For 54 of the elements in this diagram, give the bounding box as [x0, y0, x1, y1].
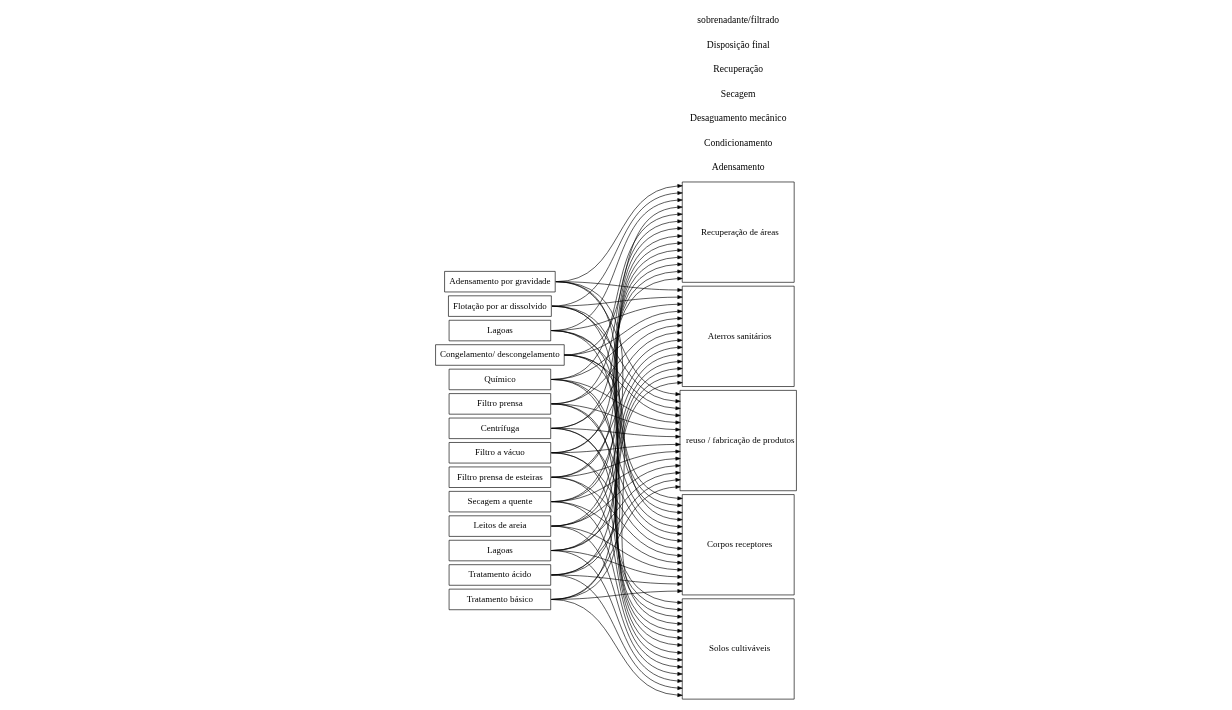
- arrow: [551, 366, 683, 551]
- node-box: reuso / fabricação de produtos: [679, 390, 797, 492]
- node-box: Solos cultiváveis: [681, 598, 795, 700]
- node-box: Adensamento por gravidade: [444, 271, 556, 293]
- arrow: [551, 501, 683, 565]
- node-box: Centrífuga: [448, 417, 552, 439]
- label: Disposição final: [706, 38, 770, 50]
- arrow: [551, 305, 683, 508]
- arrow: [551, 550, 683, 579]
- node-box: Filtro prensa: [448, 393, 552, 415]
- arrow: [555, 281, 683, 501]
- label: Recuperação: [713, 63, 764, 75]
- arrow: [551, 449, 681, 478]
- node-box: Corpos receptores: [681, 494, 795, 596]
- arrow: [551, 525, 683, 676]
- node-box: Congelamento/ descongelamento: [435, 344, 565, 366]
- arrow: [551, 501, 683, 669]
- arrow: [551, 452, 683, 551]
- arrow: [551, 574, 683, 586]
- node-box: Secagem a quente: [448, 491, 552, 513]
- arrow: [551, 550, 683, 683]
- arrow: [563, 354, 683, 626]
- node-box: Recuperação de áreas: [681, 181, 795, 283]
- arrow: [551, 212, 683, 380]
- node-box: Lagoas: [448, 539, 552, 562]
- arrow: [551, 428, 683, 543]
- label: sobrenadante/filtrado: [697, 14, 780, 26]
- node-box: Leitos de areia: [448, 515, 552, 537]
- arrow: [551, 198, 683, 331]
- arrow: [551, 476, 683, 558]
- node-box: Flotação por ar dissolvido: [448, 295, 552, 317]
- node-box: Tratamento ácido: [448, 564, 552, 586]
- arrow: [551, 295, 683, 307]
- label: Desaguamento mecânico: [689, 112, 787, 124]
- arrow: [551, 574, 683, 690]
- arrow: [551, 463, 681, 527]
- node-box: Filtro prensa de esteiras: [448, 466, 552, 488]
- node-box: Filtro a vácuo: [448, 442, 552, 464]
- label: Condicionamento: [704, 136, 773, 148]
- label: Secagem: [720, 87, 756, 99]
- node-box: Químico: [448, 368, 552, 391]
- node-box: Tratamento básico: [448, 588, 552, 611]
- arrow: [551, 191, 683, 307]
- arrow: [551, 525, 683, 572]
- arrow: [551, 345, 683, 478]
- arrow: [551, 589, 683, 600]
- arrow: [551, 352, 683, 502]
- arrow: [551, 403, 683, 536]
- arrow: [551, 478, 681, 576]
- label: Adensamento: [711, 161, 765, 173]
- arrow: [551, 330, 683, 515]
- node-box: Lagoas: [448, 319, 552, 342]
- arrow: [551, 485, 681, 600]
- node-box: Aterros sanitários: [681, 285, 795, 387]
